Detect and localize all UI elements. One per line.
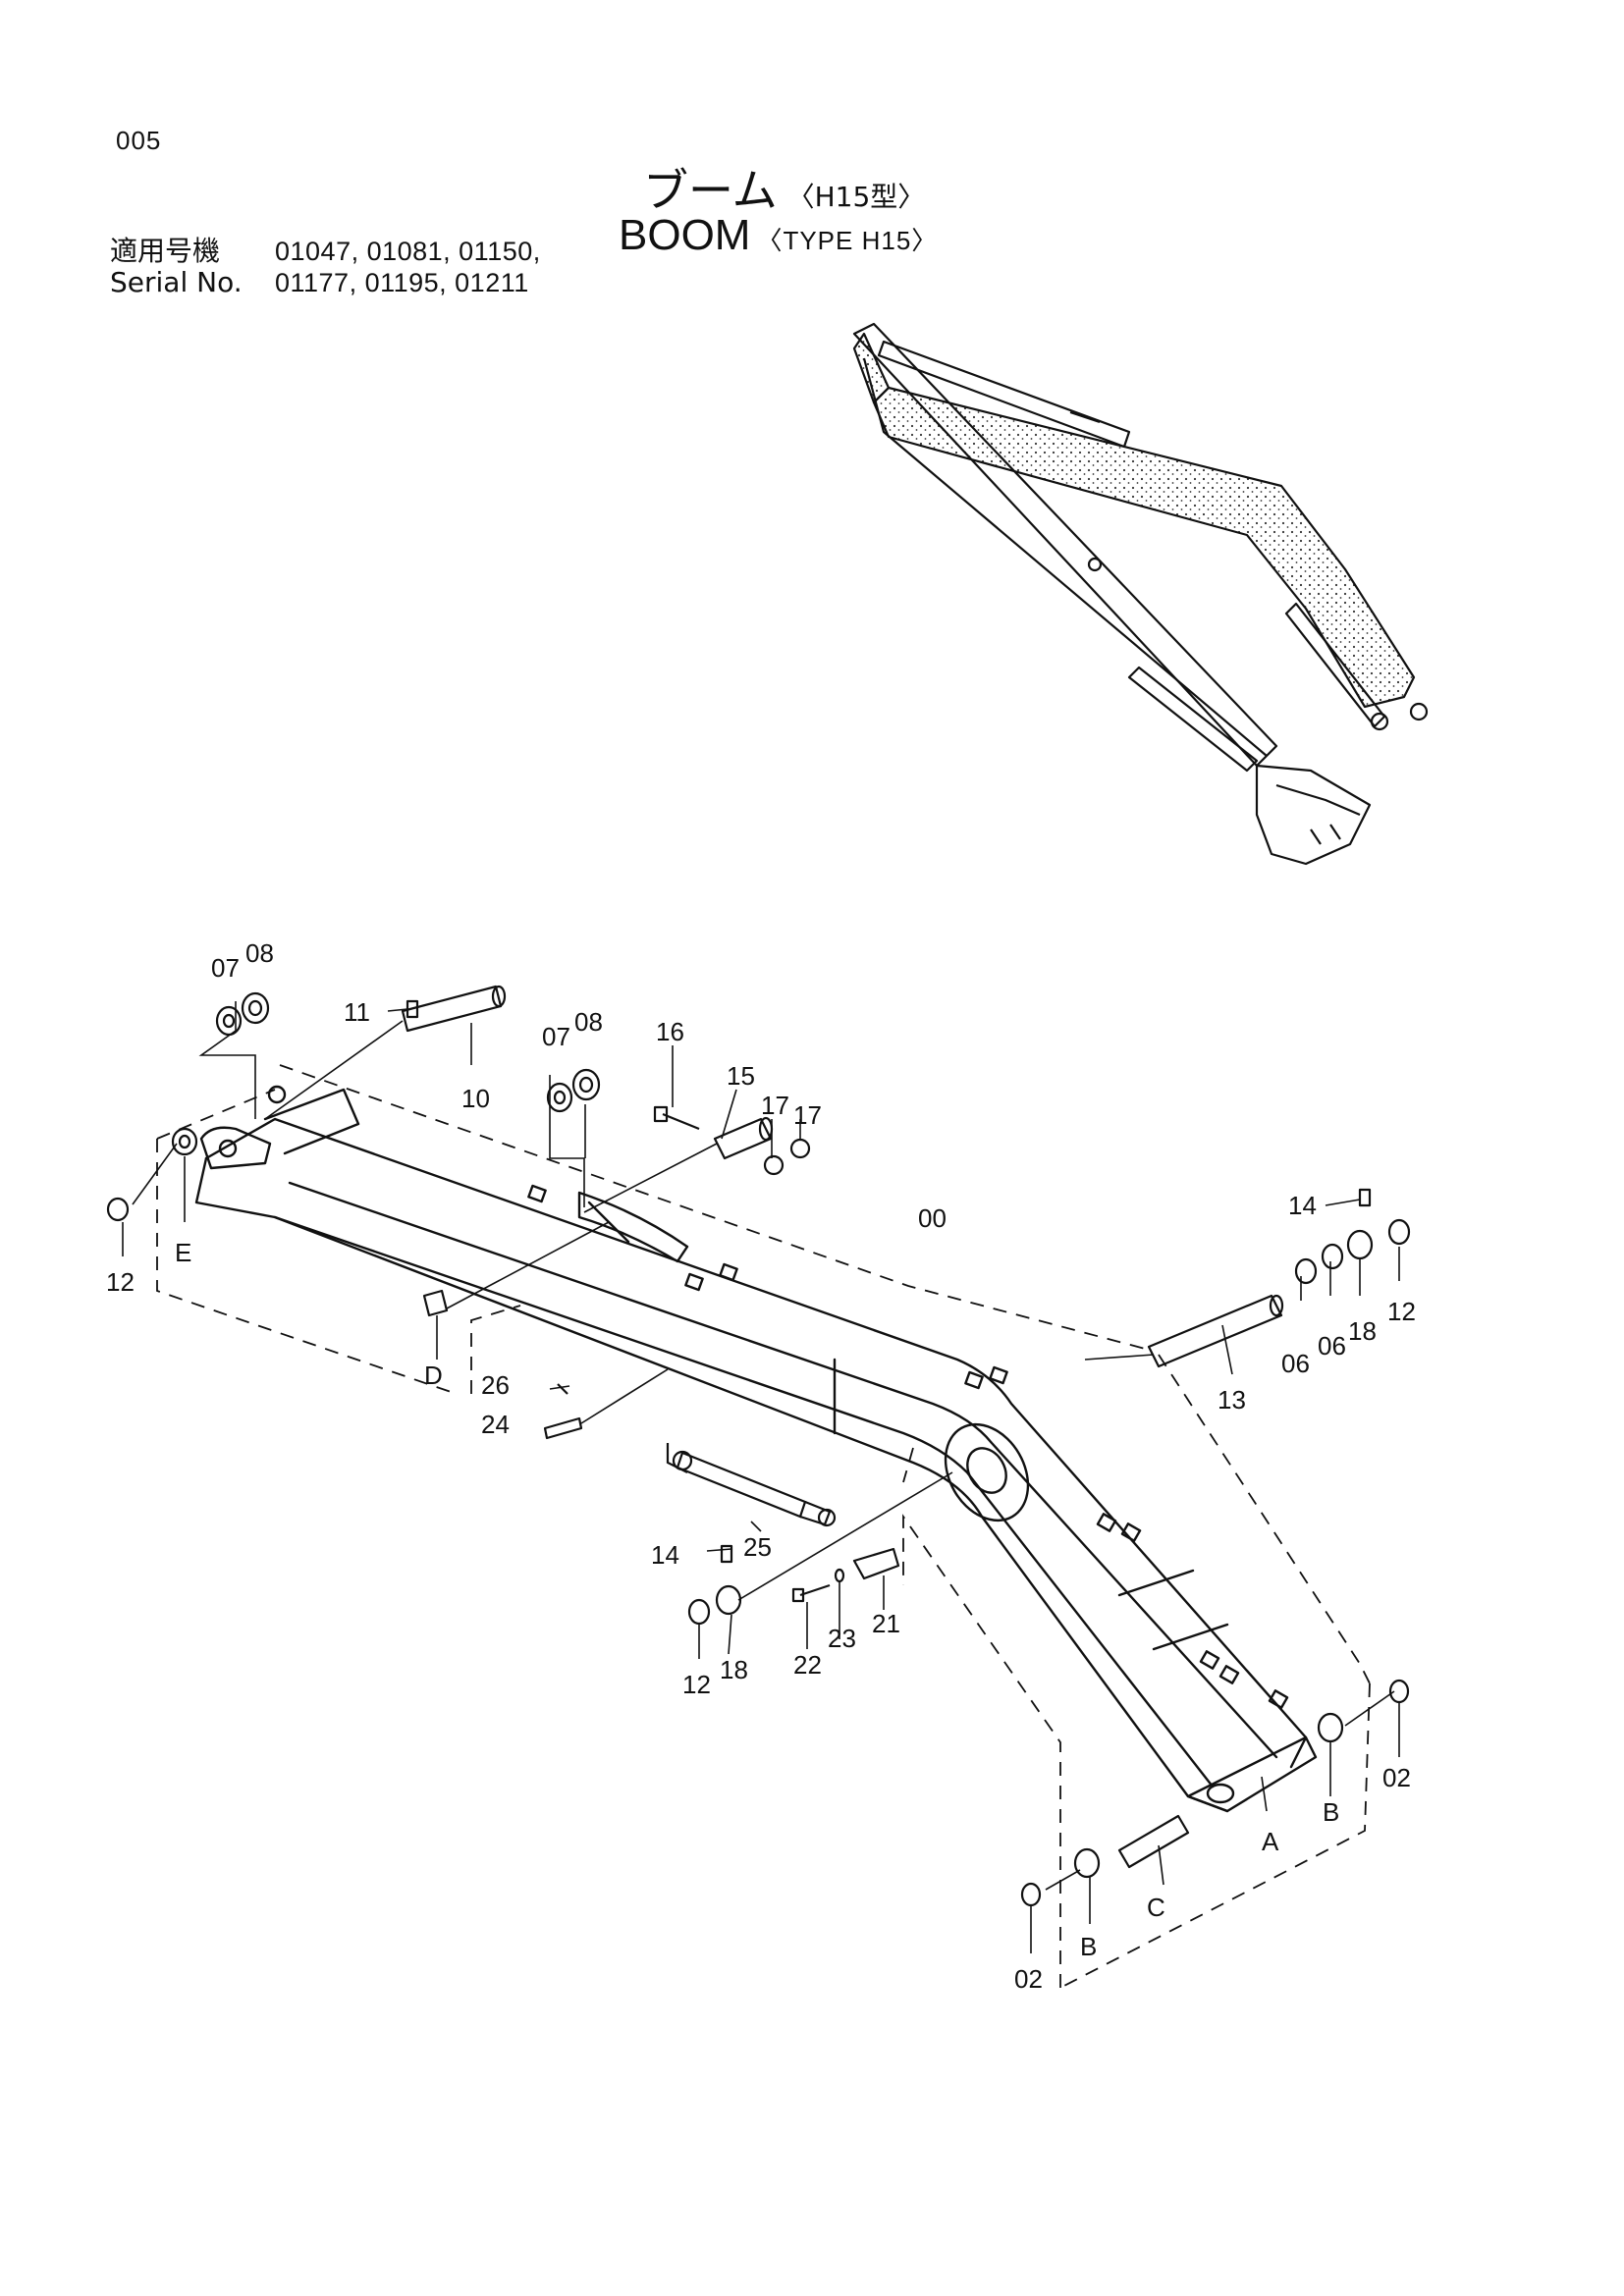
callout-25: 25 (743, 1532, 772, 1562)
bolt-24 (543, 1416, 583, 1440)
pin-13 (1147, 1294, 1283, 1368)
callout-12: 12 (1387, 1297, 1416, 1326)
callout-16: 16 (656, 1017, 684, 1046)
title-english-type: 〈TYPE H15〉 (756, 226, 939, 255)
plate-21 (852, 1547, 900, 1580)
callout-11: 11 (344, 997, 370, 1027)
pin-26 (557, 1383, 568, 1395)
callout-17: 17 (761, 1091, 789, 1120)
callout-00: 00 (918, 1203, 947, 1233)
nut-17a (763, 1154, 785, 1176)
grease-plug-14b (720, 1544, 733, 1564)
nut-12b (1387, 1218, 1411, 1246)
title-japanese-text: ブーム (643, 164, 778, 217)
boom-structure (194, 1085, 1318, 1813)
overview-boom (852, 332, 1416, 709)
title-japanese: ブーム〈H15型〉 (643, 155, 925, 220)
washer-23 (834, 1568, 845, 1583)
callout-17: 17 (793, 1100, 822, 1130)
callout-12: 12 (106, 1267, 135, 1297)
page-number: 005 (116, 126, 162, 155)
bushing-18b (715, 1584, 742, 1616)
serial-label: 適用号機 Serial No. (110, 236, 243, 298)
callout-D: D (424, 1361, 443, 1390)
nut-17b (789, 1138, 811, 1159)
exploded-boundaries (156, 1064, 1371, 1989)
washer-07b (546, 1082, 573, 1113)
bushing-E (171, 1127, 198, 1156)
grease-plug-14a (1358, 1188, 1372, 1207)
bushing-18a (1346, 1229, 1374, 1260)
overview-bucket (1255, 764, 1372, 866)
nut-12c (687, 1598, 711, 1626)
overview-arm-cylinder (877, 340, 1131, 449)
nut-02b (1020, 1882, 1042, 1907)
callout-08: 08 (245, 938, 274, 968)
callout-02: 02 (1014, 1964, 1043, 1994)
callout-14: 14 (651, 1540, 679, 1570)
callout-12: 12 (682, 1670, 711, 1699)
bushing-D (422, 1289, 449, 1317)
callout-08: 08 (574, 1007, 603, 1037)
pin-C (1117, 1814, 1190, 1869)
callout-C: C (1147, 1893, 1165, 1922)
callout-23: 23 (828, 1624, 856, 1653)
cylinder-25 (666, 1443, 837, 1527)
callout-A: A (1262, 1827, 1279, 1856)
callout-labels: 07 08 11 10 07 08 16 15 17 17 00 14 12 E… (106, 938, 1416, 1994)
bolt-16 (662, 1112, 700, 1131)
callout-15: 15 (727, 1061, 755, 1091)
bushing-Ba (1317, 1712, 1344, 1743)
serial-label-en: Serial No. (110, 266, 243, 298)
parts (106, 985, 1411, 1907)
callout-02: 02 (1382, 1763, 1411, 1792)
serial-line-2: 01177, 01195, 01211 (275, 268, 529, 297)
washer-08a (241, 991, 270, 1025)
washer-08b (571, 1068, 601, 1101)
callout-21: 21 (872, 1609, 900, 1638)
callout-06: 06 (1318, 1331, 1346, 1361)
callout-13: 13 (1218, 1385, 1246, 1415)
callout-06: 06 (1281, 1349, 1310, 1378)
serial-values: 01047, 01081, 01150, 01177, 01195, 01211 (275, 236, 541, 298)
callout-18: 18 (1348, 1316, 1377, 1346)
overview-bucket-cylinder (1127, 666, 1259, 773)
title-japanese-type: 〈H15型〉 (786, 181, 926, 213)
washer-07a (215, 1005, 243, 1037)
overview-pin (1087, 557, 1103, 572)
callout-B: B (1323, 1797, 1339, 1827)
serial-line-1: 01047, 01081, 01150, (275, 237, 541, 266)
serial-label-ja: 適用号機 (110, 235, 221, 267)
title-english: BOOM〈TYPE H15〉 (619, 211, 938, 260)
overview-boom-cylinder (1284, 602, 1429, 731)
title-english-text: BOOM (619, 211, 751, 259)
callout-26: 26 (481, 1370, 510, 1400)
callout-07: 07 (542, 1022, 570, 1051)
leader-lines (122, 1001, 1400, 1953)
nut-12a (106, 1197, 130, 1222)
nut-02a (1388, 1679, 1410, 1704)
callout-10: 10 (461, 1084, 490, 1113)
callout-22: 22 (793, 1650, 822, 1680)
pin-15 (713, 1117, 773, 1160)
overview-arm (852, 322, 1278, 768)
overview-illustration (852, 322, 1429, 866)
callout-E: E (175, 1238, 191, 1267)
bushing-Bb (1073, 1847, 1101, 1879)
callout-18: 18 (720, 1655, 748, 1684)
bolt-22 (799, 1583, 831, 1597)
washer-06a (1294, 1257, 1318, 1285)
callout-24: 24 (481, 1410, 510, 1439)
washer-06b (1321, 1243, 1344, 1270)
callout-B: B (1080, 1932, 1097, 1961)
callout-07: 07 (211, 953, 240, 983)
callout-14: 14 (1288, 1191, 1317, 1220)
